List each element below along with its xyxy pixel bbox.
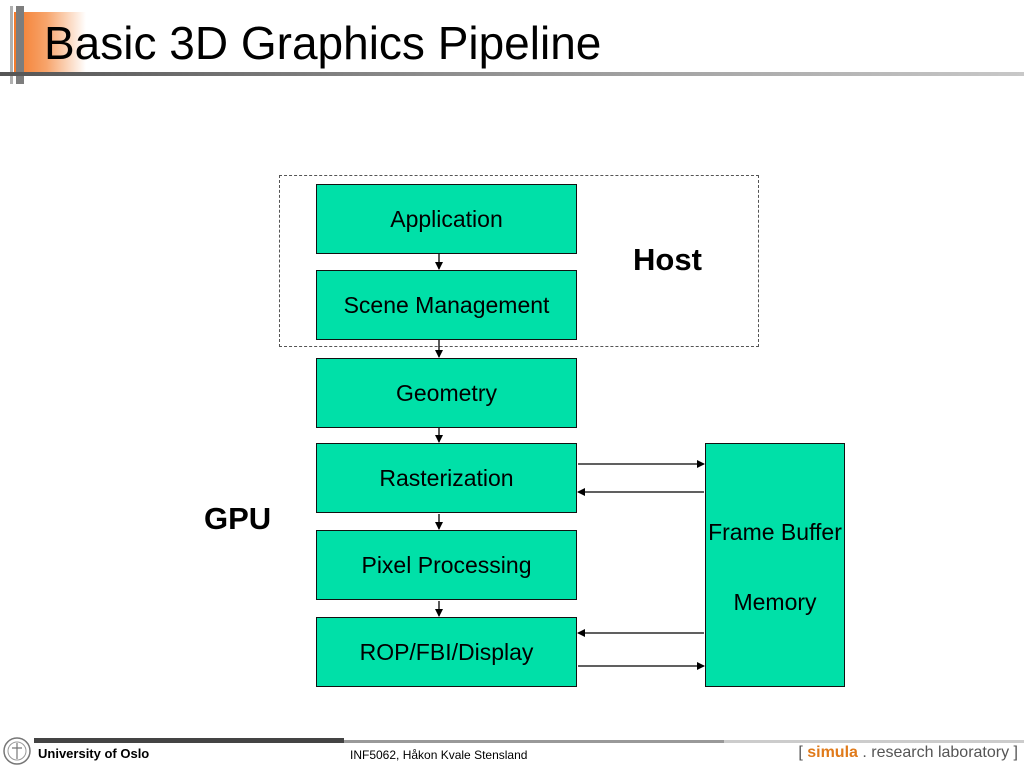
page-title: Basic 3D Graphics Pipeline [44, 17, 602, 69]
title-accent-gradient [14, 12, 86, 74]
title-underline [0, 72, 1024, 76]
university-seal-icon [3, 737, 31, 765]
simula-name: simula [807, 744, 858, 761]
simula-lab-rest: . research laboratory ] [857, 744, 1018, 761]
footer-university: University of Oslo [38, 746, 150, 761]
footer-course: INF5062, Håkon Kvale Stensland [350, 748, 528, 762]
footer-rule-mid [344, 740, 724, 743]
host-label: Host [633, 242, 702, 277]
gpu-label: GPU [204, 501, 272, 536]
host-region [279, 175, 759, 347]
simula-bracket-open: [ [798, 744, 808, 761]
frame-buffer-box: Frame Buffer Memory [705, 443, 845, 687]
simula-logo-text: [ simula . research laboratory ] [798, 744, 1018, 762]
title-accent-thin-bar [10, 6, 13, 84]
title-accent-bar [16, 6, 24, 84]
stage-rasterization: Rasterization [316, 443, 577, 513]
stage-scene-management: Scene Management [316, 270, 577, 340]
frame-buffer-label: Frame Buffer [708, 519, 842, 545]
stage-geometry: Geometry [316, 358, 577, 428]
stage-application: Application [316, 184, 577, 254]
footer-rule-light [724, 740, 1024, 743]
footer-rule-dark [34, 738, 344, 743]
stage-rop-fbi-display: ROP/FBI/Display [316, 617, 577, 687]
stage-pixel-processing: Pixel Processing [316, 530, 577, 600]
frame-buffer-memory-label: Memory [733, 589, 817, 615]
